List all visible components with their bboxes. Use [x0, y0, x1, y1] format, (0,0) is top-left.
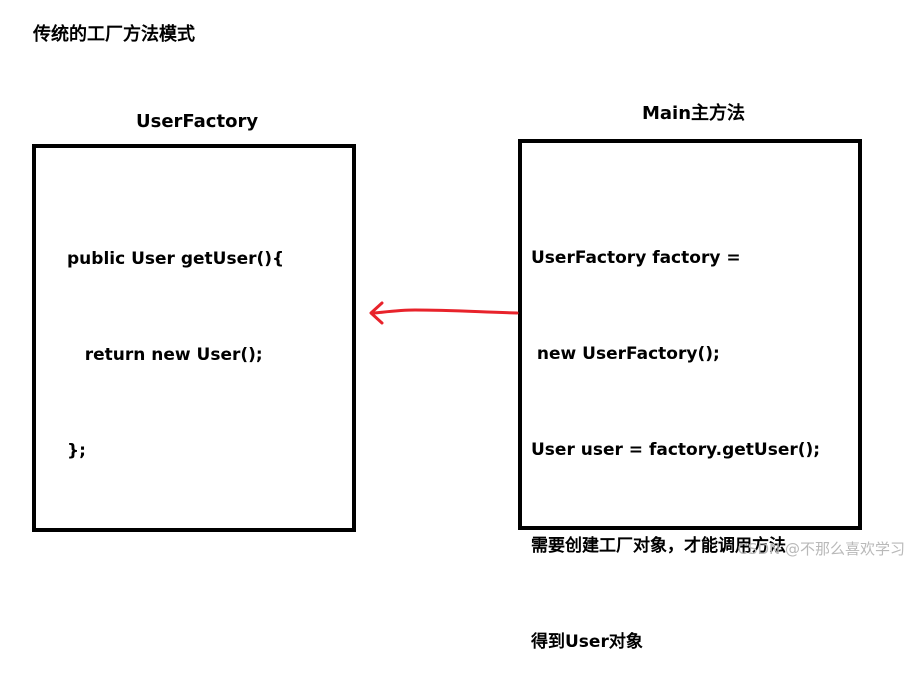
- arrow-line: [372, 308, 519, 315]
- code-line: User user = factory.getUser();: [531, 440, 821, 460]
- user-factory-code: public User getUser(){ return new User()…: [67, 179, 284, 499]
- main-method-code: UserFactory factory = new UserFactory();…: [531, 178, 820, 690]
- diagram-title: 传统的工厂方法模式: [33, 24, 195, 45]
- user-factory-box: [32, 144, 356, 532]
- code-line: };: [67, 441, 86, 461]
- code-line: new UserFactory();: [531, 344, 720, 364]
- code-line: UserFactory factory =: [531, 248, 741, 268]
- user-factory-label: UserFactory: [136, 111, 259, 132]
- main-method-label: Main主方法: [642, 103, 746, 124]
- arrow-head-icon: [369, 301, 384, 325]
- code-line: public User getUser(){: [67, 249, 285, 269]
- dependency-arrow: [369, 301, 519, 325]
- code-note-line: 得到User对象: [531, 632, 643, 652]
- code-line: return new User();: [67, 345, 263, 365]
- main-method-box: [518, 139, 862, 530]
- code-note-line: 需要创建工厂对象，才能调用方法: [531, 536, 786, 556]
- watermark: CSDN @不那么喜欢学习: [737, 540, 905, 558]
